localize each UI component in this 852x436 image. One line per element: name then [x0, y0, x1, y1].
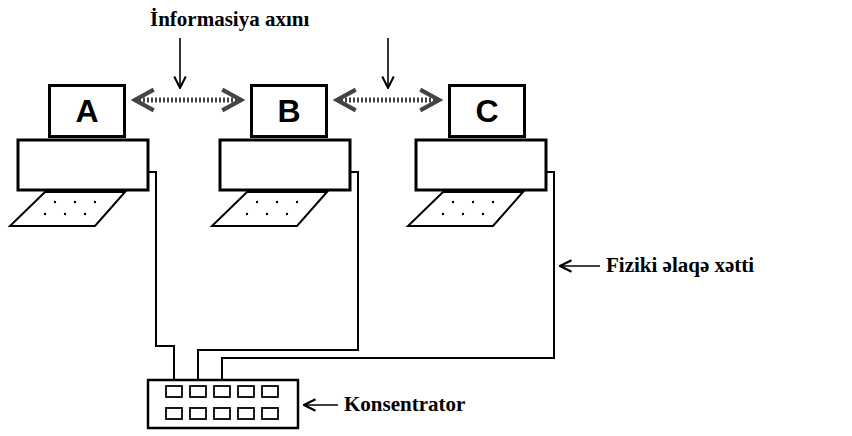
- computer-letter: C: [475, 95, 498, 127]
- keyboard: [10, 192, 523, 226]
- computer-letter: A: [75, 95, 98, 127]
- hub: [148, 380, 298, 428]
- physical-cable: [148, 172, 554, 386]
- callout-arrow: [180, 38, 600, 405]
- flow-label: İnformasiya axını: [150, 8, 309, 31]
- monitor-screen: A: [48, 84, 126, 138]
- monitor-screen: C: [448, 84, 526, 138]
- keyboard-keys: [44, 201, 494, 215]
- hub-label: Konsentrator: [344, 393, 465, 416]
- computer-base: [18, 140, 546, 190]
- cable-label: Fiziki əlaqə xətti: [606, 254, 754, 277]
- information-flow: [337, 98, 439, 103]
- information-flow: [135, 98, 241, 103]
- computer-letter: B: [277, 95, 300, 127]
- monitor-screen: B: [250, 84, 328, 138]
